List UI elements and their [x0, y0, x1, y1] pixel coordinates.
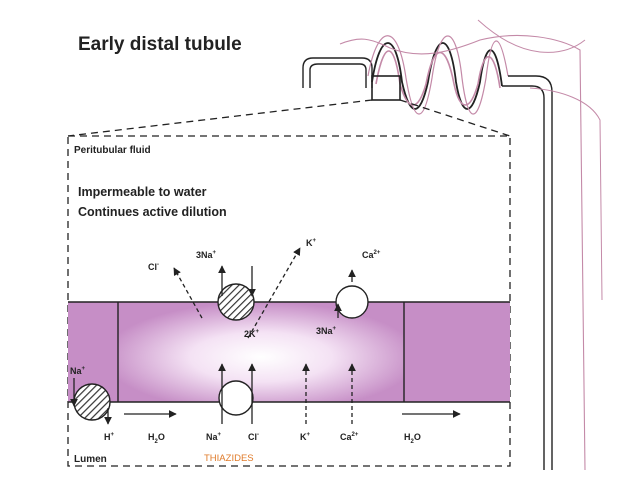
ion-3na-basolateral: 3Na+	[196, 250, 217, 260]
diagram-title: Early distal tubule	[78, 34, 242, 55]
lumen-label: Lumen	[74, 454, 107, 465]
tubule-cell-layer	[68, 301, 510, 403]
basolateral-ca-exchanger	[335, 285, 369, 319]
na-k-atpase-pump	[217, 283, 255, 321]
ion-k-lumen: K+	[300, 432, 311, 442]
nephron-sketch	[302, 19, 603, 471]
ion-2k-basolateral: 2K+	[244, 329, 260, 339]
ion-na-lumen-left: Na+	[70, 366, 86, 376]
ion-ca-basolateral: Ca2+	[362, 250, 381, 260]
ion-3na-cell: 3Na+	[316, 326, 337, 336]
ion-cl-basolateral: Cl-	[148, 262, 159, 272]
na-cl-cotransporter	[218, 380, 254, 416]
zoom-lines	[67, 99, 511, 467]
note-dilution: Continues active dilution	[78, 205, 227, 219]
ion-ca-lumen: Ca2+	[340, 432, 359, 442]
na-h-exchanger	[73, 383, 111, 421]
peritubular-fluid-label: Peritubular fluid	[74, 145, 151, 156]
note-impermeable: Impermeable to water	[78, 185, 207, 199]
ion-h-lumen: H+	[104, 432, 115, 442]
water-lumen-right: H2O	[404, 432, 421, 445]
transport-arrows	[70, 247, 461, 425]
ion-na-lumen: Na+	[206, 432, 222, 442]
basolateral-ion-labels: Cl- 3Na+ K+ Ca2+ 2K+ 3Na+	[148, 238, 381, 339]
ion-cl-lumen: Cl-	[248, 432, 259, 442]
water-lumen-left: H2O	[148, 432, 165, 445]
luminal-ion-labels: Na+ H+ H2O Na+ Cl- K+ Ca2+ H2O	[70, 366, 421, 445]
ion-k-basolateral: K+	[306, 238, 317, 248]
thiazides-label: THIAZIDES	[204, 453, 254, 464]
